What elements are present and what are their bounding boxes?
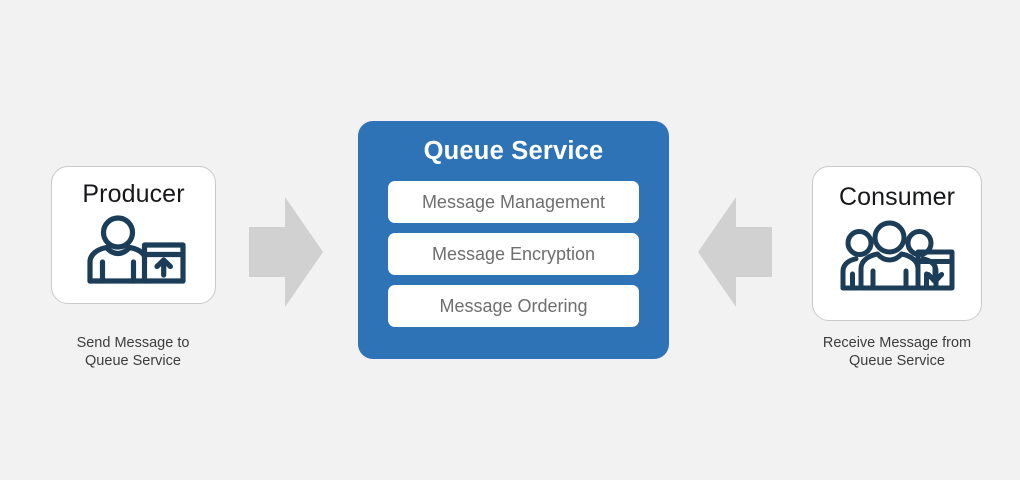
arrow-producer-to-queue xyxy=(249,197,323,307)
queue-service-panel[interactable]: Queue Service Message Management Message… xyxy=(358,121,669,359)
people-group-with-inbound-box-icon xyxy=(840,220,955,291)
arrow-consumer-to-queue xyxy=(698,197,772,307)
consumer-card[interactable]: Consumer xyxy=(812,166,982,321)
producer-card[interactable]: Producer xyxy=(51,166,216,304)
consumer-caption: Receive Message from Queue Service xyxy=(822,335,972,369)
queue-service-feature-list: Message Management Message Encryption Me… xyxy=(388,180,639,327)
person-with-outbound-box-icon xyxy=(86,215,186,284)
producer-caption: Send Message to Queue Service xyxy=(76,335,190,369)
producer-title: Producer xyxy=(82,180,185,208)
feature-message-encryption[interactable]: Message Encryption xyxy=(388,232,639,275)
consumer-title: Consumer xyxy=(838,183,956,211)
feature-message-ordering[interactable]: Message Ordering xyxy=(388,284,639,327)
feature-message-management[interactable]: Message Management xyxy=(388,180,639,223)
queue-service-title: Queue Service xyxy=(423,137,604,165)
